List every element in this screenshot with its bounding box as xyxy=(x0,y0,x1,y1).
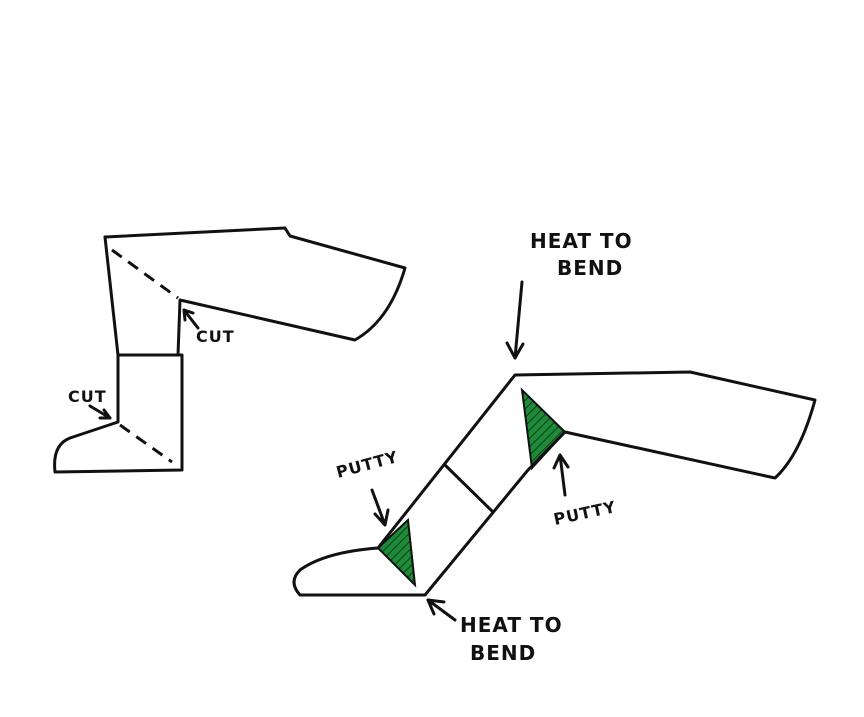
cut-knee-label: CUT xyxy=(196,327,235,346)
arrow-icon xyxy=(552,453,570,497)
boot-top-line xyxy=(443,463,495,514)
arrow-icon xyxy=(505,280,525,360)
heat-knee-label-2: BEND xyxy=(557,256,623,280)
arrow-icon xyxy=(370,488,390,527)
original-leg: CUT CUT xyxy=(53,226,407,474)
shin-outline xyxy=(103,235,120,357)
thigh-outline xyxy=(103,226,407,357)
arrow-icon xyxy=(182,308,200,330)
heat-ankle-label-2: BEND xyxy=(470,641,536,665)
heat-knee-label-1: HEAT TO xyxy=(530,229,633,253)
cut-ankle-label: CUT xyxy=(68,387,107,406)
putty-ankle-label: PUTTY xyxy=(334,447,400,482)
bent-leg: HEAT TO BEND HEAT TO BEND PUTTY PUTTY xyxy=(292,229,817,665)
arrow-icon xyxy=(88,404,112,420)
heat-ankle-label-1: HEAT TO xyxy=(460,613,563,637)
knee-cut-line xyxy=(111,248,179,300)
putty-knee-label: PUTTY xyxy=(552,497,618,529)
leg-outline xyxy=(292,370,817,597)
arrow-icon xyxy=(426,598,457,622)
boot-outline xyxy=(53,353,184,474)
putty-ankle-fill xyxy=(376,517,417,588)
ankle-cut-line xyxy=(119,423,173,464)
